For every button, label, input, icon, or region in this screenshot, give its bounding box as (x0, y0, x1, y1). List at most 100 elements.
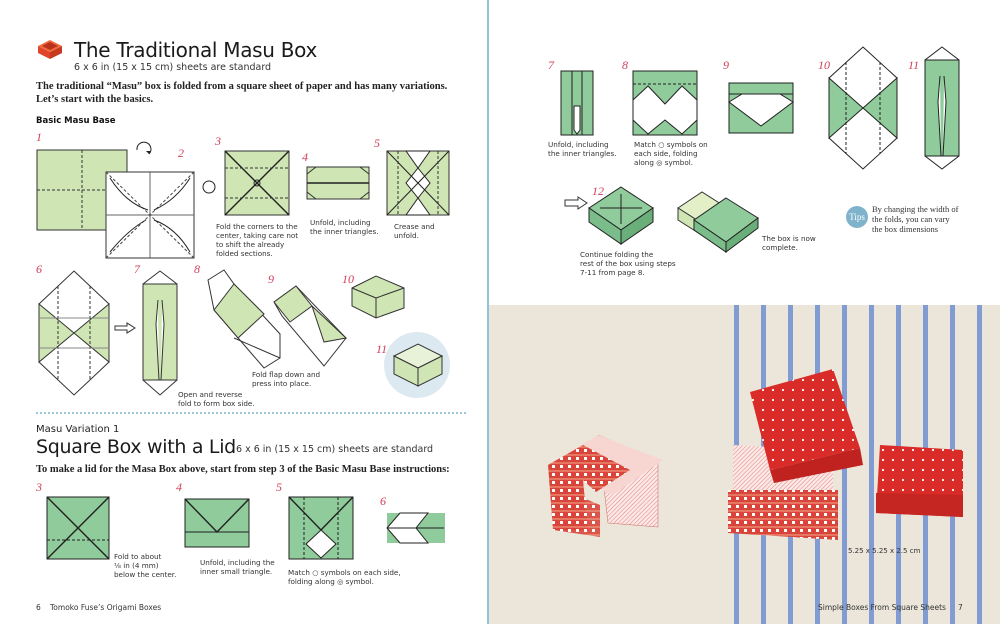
step-4-diagram (306, 166, 370, 200)
caption-line: Open and reverse (178, 390, 243, 399)
page-spine (487, 0, 489, 624)
next-arrow-icon (114, 322, 136, 334)
right-step-9-diagram (728, 82, 794, 134)
step-number: 6 (380, 494, 386, 508)
intro-text: The traditional “Masu” box is folded fro… (36, 80, 456, 106)
right-step-12-caption: Continue folding the rest of the box usi… (580, 250, 676, 277)
step-number: 8 (622, 58, 628, 72)
variation-step-3-diagram (46, 496, 110, 560)
caption-line: folding along ◎ symbol. (288, 577, 374, 586)
footer-book-title: Tomoko Fuse’s Origami Boxes (50, 603, 162, 612)
step-1-2-diagram (36, 149, 195, 259)
footer-page-number: 7 (958, 603, 963, 612)
caption-line: rest of the box using steps (580, 259, 676, 268)
caption-line: The box is now (762, 234, 816, 243)
caption-line: to shift the already (216, 240, 285, 249)
caption-line: below the center. (114, 570, 177, 579)
step-number: 7 (548, 58, 554, 72)
masu-box-icon (38, 40, 62, 59)
step-number: 4 (176, 480, 182, 494)
intro-line: Let’s start with the basics. (36, 94, 154, 105)
footer-page-number: 6 (36, 603, 41, 612)
variation-step-6-diagram (386, 512, 445, 544)
right-step-8-caption: Match ○ symbols on each side, folding al… (634, 140, 708, 167)
caption-line: fold to form box side. (178, 399, 255, 408)
variation-label: Masu Variation 1 (36, 424, 120, 435)
footer-section-title: Simple Boxes From Square Sheets (818, 603, 946, 612)
step-6-diagram (38, 270, 110, 396)
step-7-caption: Open and reverse fold to form box side. (178, 390, 255, 408)
right-step-8-diagram (632, 70, 698, 136)
next-arrow-icon (564, 196, 588, 210)
origami-boxes-photo (548, 369, 963, 540)
caption-line: Unfold, including the (200, 558, 275, 567)
caption-line: Unfold, including (548, 140, 609, 149)
step-number: 7 (134, 262, 140, 276)
complete-caption: The box is now complete. (762, 234, 816, 252)
step-5-caption: Crease and unfold. (394, 222, 435, 240)
step-number: 5 (374, 136, 380, 150)
tips-line: the box dimensions (872, 224, 939, 234)
caption-line: folded sections. (216, 249, 273, 258)
caption-line: 7-11 from page 8. (580, 268, 645, 277)
step-number: 11 (376, 342, 388, 356)
tips-text: By changing the width of the folds, you … (872, 204, 958, 234)
step-7-diagram (142, 270, 178, 396)
right-step-7-diagram (560, 70, 594, 136)
variation-step-5-caption: Match ○ symbols on each side, folding al… (288, 568, 401, 586)
caption-line: Match ○ symbols on each side, (288, 568, 401, 577)
right-step-12-diagram (588, 186, 654, 245)
caption-line: complete. (762, 243, 798, 252)
step-number: 9 (723, 58, 729, 72)
step-number: 12 (592, 184, 604, 198)
caption-line: Unfold, including (310, 218, 371, 227)
step-10-diagram (351, 275, 405, 319)
completed-box-diagram (677, 191, 759, 253)
caption-line: the inner triangles. (310, 227, 379, 236)
step-number: 11 (908, 58, 920, 72)
step-number: 8 (194, 262, 200, 276)
right-step-10-diagram (828, 46, 898, 170)
rotate-icon (202, 180, 216, 194)
step-number: 5 (276, 480, 282, 494)
caption-line: along ◎ symbol. (634, 158, 693, 167)
caption-line: unfold. (394, 231, 419, 240)
variation-intro: To make a lid for the Masa Box above, st… (36, 464, 450, 475)
right-step-7-caption: Unfold, including the inner triangles. (548, 140, 617, 158)
step-4-caption: Unfold, including the inner triangles. (310, 218, 379, 236)
variation-title: Square Box with a Lid (36, 436, 236, 458)
section-heading: Basic Masu Base (36, 116, 116, 126)
step-9-caption: Fold flap down and press into place. (252, 370, 320, 388)
photo-dimensions-caption: 5.25 x 5.25 x 2.5 cm (848, 547, 921, 555)
right-step-11-diagram (924, 46, 960, 170)
step-number: 10 (342, 272, 354, 286)
step-number: 10 (818, 58, 830, 72)
caption-line: Fold flap down and (252, 370, 321, 379)
step-number: 3 (36, 480, 42, 494)
step-3-diagram (224, 150, 290, 216)
step-8-diagram (207, 269, 281, 369)
variation-subtitle: 6 x 6 in (15 x 15 cm) sheets are standar… (236, 444, 434, 455)
tips-badge: Tips (846, 206, 868, 228)
step-number: 2 (178, 146, 184, 160)
page-subtitle: 6 x 6 in (15 x 15 cm) sheets are standar… (74, 62, 272, 73)
variation-step-3-caption: Fold to about ⅛ in (4 mm) below the cent… (114, 552, 176, 579)
step-number: 6 (36, 262, 42, 276)
caption-line: press into place. (252, 379, 312, 388)
caption-line: Fold to about (114, 552, 162, 561)
caption-line: inner small triangle. (200, 567, 273, 576)
step-number: 1 (36, 130, 42, 144)
tips-line: By changing the width of (872, 204, 959, 214)
caption-line: Continue folding the (580, 250, 654, 259)
step-5-diagram (386, 150, 450, 216)
caption-line: the inner triangles. (548, 149, 617, 158)
product-photo: 5.25 x 5.25 x 2.5 cm Simple Boxes From S… (488, 305, 1000, 624)
step-number: 3 (215, 134, 221, 148)
step-number: 9 (268, 272, 274, 286)
caption-line: Fold the corners to the (216, 222, 298, 231)
step-9-diagram (273, 285, 348, 367)
page-title: The Traditional Masu Box (74, 38, 317, 62)
intro-line: The traditional “Masu” box is folded fro… (36, 81, 448, 92)
right-page: 7 8 9 10 11 12 Unfold, including the inn… (488, 0, 1000, 624)
caption-line: each side, folding (634, 149, 698, 158)
